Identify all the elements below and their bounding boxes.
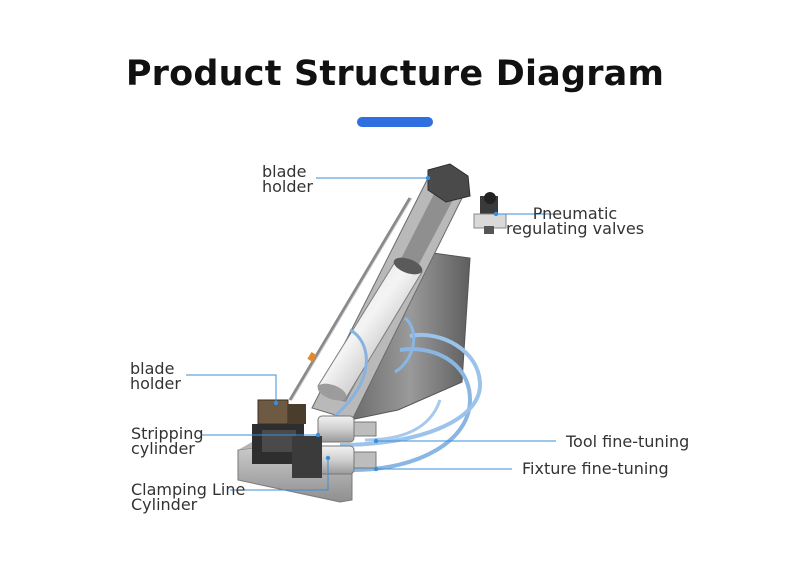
clamp-block (292, 436, 322, 478)
label-stripping-cylinder: Stripping cylinder (131, 424, 204, 458)
label-blade-holder-left: blade holder (130, 359, 181, 393)
air-hose-2 (339, 333, 483, 447)
leader-lines (186, 177, 556, 491)
front-blade-holder (257, 399, 289, 425)
stripping-cylinder (317, 415, 355, 443)
label-blade-holder-top: blade holder (262, 162, 313, 196)
air-hose-1 (351, 347, 473, 472)
label-fixture-fine-tuning: Fixture fine-tuning (522, 459, 669, 478)
air-hose-5 (394, 316, 416, 374)
guide-rod (288, 197, 412, 401)
page-title: Product Structure Diagram (125, 54, 665, 94)
label-tool-fine-tuning: Tool fine-tuning (566, 432, 690, 451)
top-head (427, 163, 471, 203)
leader-dots (273, 175, 499, 472)
clamping-cylinder (317, 445, 355, 475)
title-accent-bar (357, 117, 433, 127)
label-pneumatic-valves: Pneumatic regulating valves (505, 204, 645, 238)
label-clamping-cylinder: Clamping Line Cylinder (131, 480, 246, 514)
air-hose-3 (329, 328, 368, 422)
